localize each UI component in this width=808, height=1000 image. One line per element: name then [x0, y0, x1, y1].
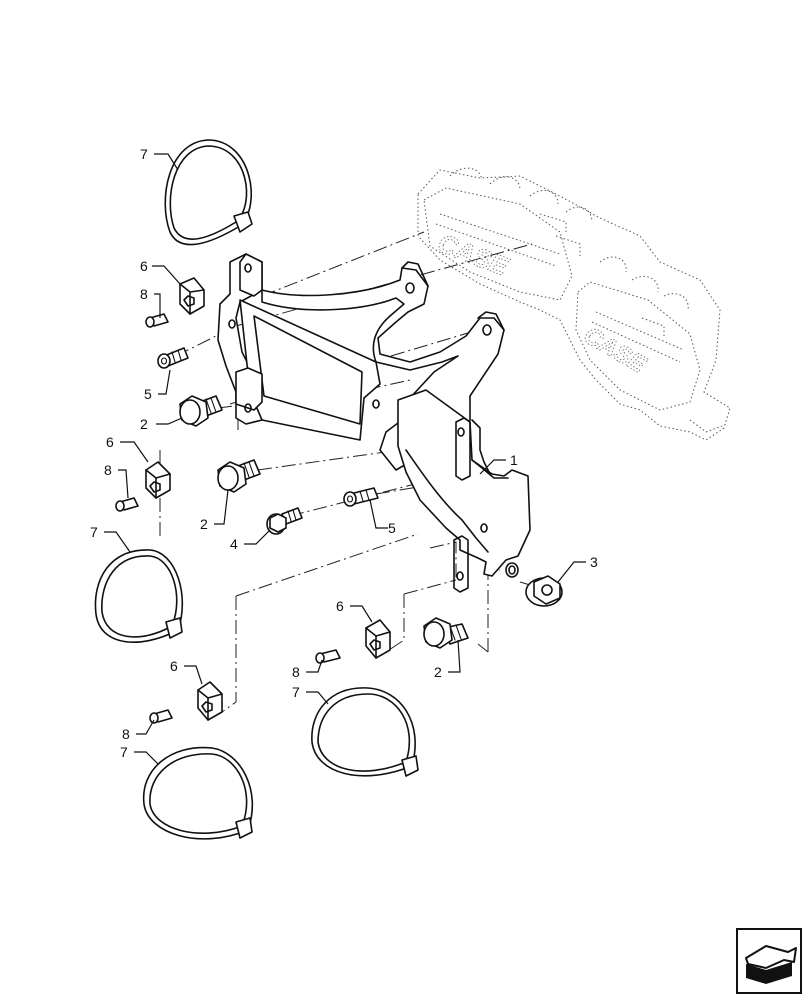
callout-7: 7 — [292, 684, 300, 700]
callout-8: 8 — [104, 462, 112, 478]
leader-lines — [104, 153, 586, 765]
cable-clip — [197, 681, 223, 721]
cable-clip — [145, 461, 171, 499]
cable-clip — [179, 277, 205, 315]
arrow-icon — [736, 928, 802, 994]
callout-5: 5 — [144, 386, 152, 402]
callout-7: 7 — [90, 524, 98, 540]
callout-1: 1 — [510, 452, 518, 468]
cable-tie — [311, 687, 419, 777]
callout-6: 6 — [336, 598, 344, 614]
callout-8: 8 — [292, 664, 300, 680]
callout-2: 2 — [434, 664, 442, 680]
screw — [115, 497, 139, 512]
cable-clip — [365, 619, 391, 659]
callout-8: 8 — [122, 726, 130, 742]
callout-2: 2 — [140, 416, 148, 432]
callout-7: 7 — [140, 146, 148, 162]
logo-text: CASE — [579, 322, 651, 379]
callout-7: 7 — [120, 744, 128, 760]
cable-tie — [94, 549, 184, 643]
cable-tie — [164, 139, 253, 246]
callout-6: 6 — [140, 258, 148, 274]
callouts: 1 2 2 2 3 4 5 5 6 6 6 6 7 7 7 7 8 8 8 8 — [90, 146, 598, 760]
screw — [145, 313, 169, 328]
hex-bolt — [217, 459, 261, 493]
mounting-bracket — [217, 253, 531, 593]
callout-6: 6 — [106, 434, 114, 450]
screw — [149, 709, 173, 724]
callout-5: 5 — [388, 520, 396, 536]
callout-6: 6 — [170, 658, 178, 674]
next-page-arrow-icon[interactable] — [736, 928, 802, 994]
callout-2: 2 — [200, 516, 208, 532]
screw — [315, 649, 341, 664]
cable-tie — [142, 746, 254, 840]
callout-8: 8 — [140, 286, 148, 302]
hex-bolt — [179, 395, 223, 427]
callout-3: 3 — [590, 554, 598, 570]
socket-head-screw — [157, 347, 189, 369]
hex-bolt — [423, 617, 469, 649]
socket-head-screw — [343, 487, 379, 507]
flange-screw — [266, 507, 303, 535]
callout-4: 4 — [230, 536, 238, 552]
flange-nut — [525, 575, 563, 607]
